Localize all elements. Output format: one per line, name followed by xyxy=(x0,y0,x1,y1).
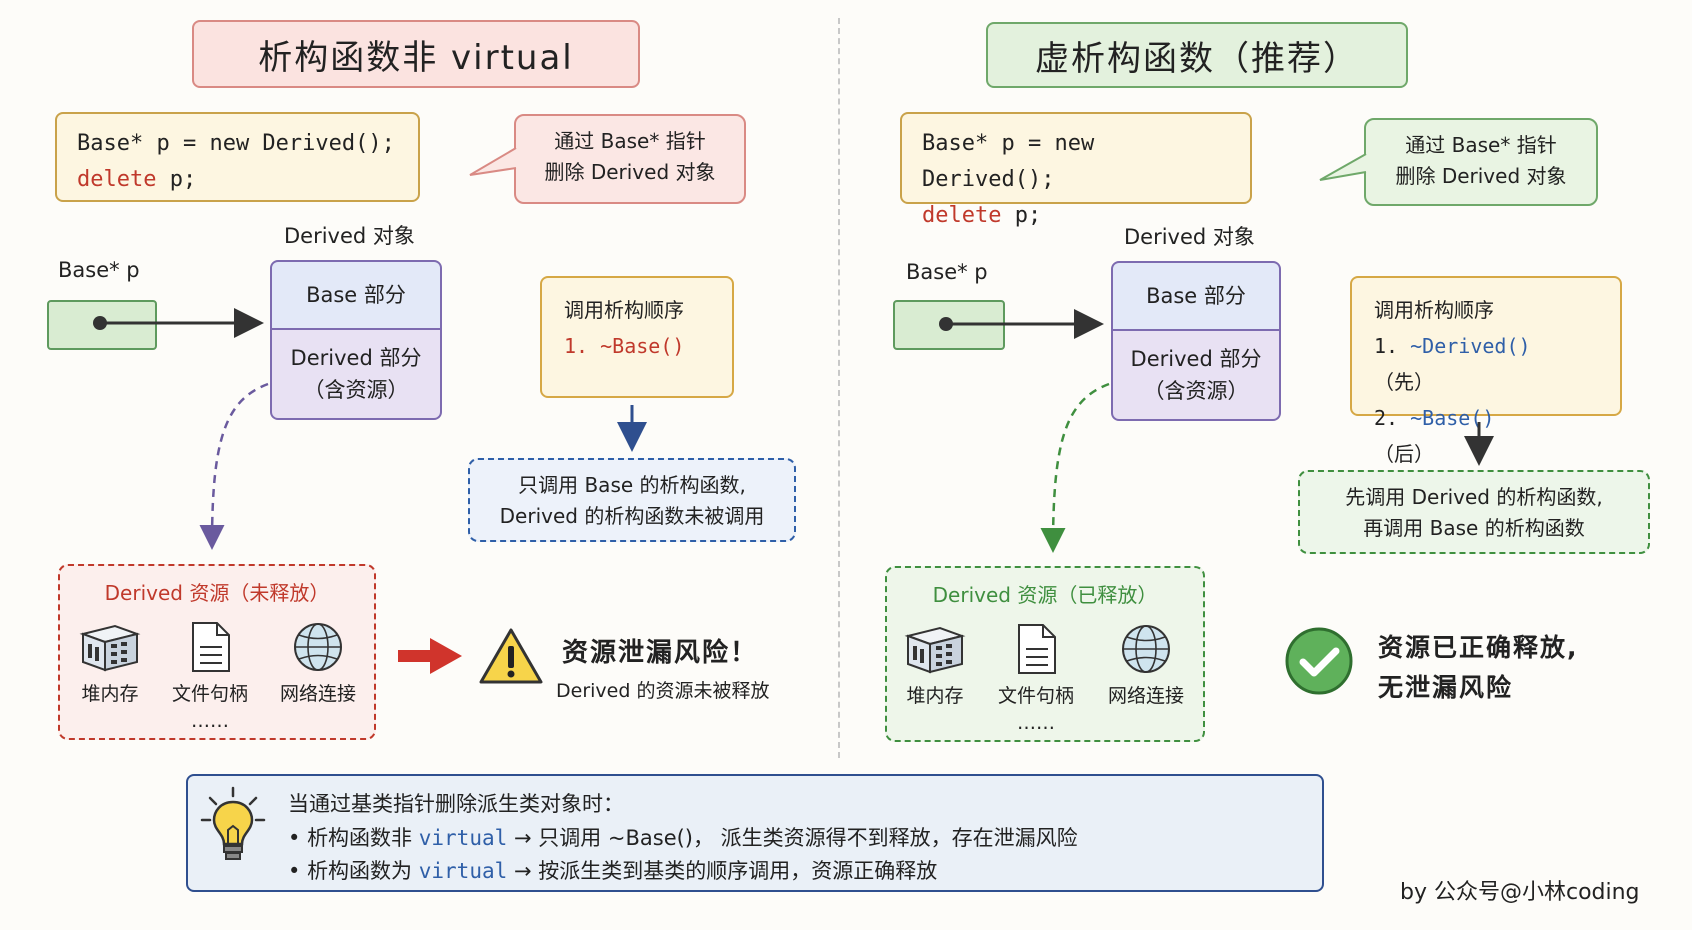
right-order-item-1: 1. ~Derived() （先） xyxy=(1374,328,1598,400)
right-order-box: 调用析构顺序 1. ~Derived() （先） 2. ~Base() （后） xyxy=(1350,276,1622,466)
left-code-keyword: delete xyxy=(77,167,157,192)
right-derived-part-line2: （含资源） xyxy=(1143,379,1249,403)
right-resource-arrow xyxy=(1040,382,1110,553)
right-pointer-box xyxy=(893,300,1005,350)
right-resource-ellipsis: …… xyxy=(1017,712,1055,734)
left-object-title: Derived 对象 xyxy=(284,224,415,248)
right-callout-line1: 通过 Base* 指针 xyxy=(1405,133,1557,157)
left-title: 析构函数非 virtual xyxy=(192,20,640,88)
left-derived-part: Derived 部分 （含资源） xyxy=(270,330,442,420)
right-order-tag-2: （后） xyxy=(1374,442,1434,466)
left-resource-heap-label: 堆内存 xyxy=(81,683,139,705)
file-icon xyxy=(192,622,230,672)
left-callout-tail xyxy=(469,147,517,176)
right-order-tag-1: （先） xyxy=(1374,370,1434,394)
left-resource-file: 文件句柄 …… xyxy=(150,620,270,732)
left-pointer-label: Base* p xyxy=(58,258,140,282)
ok-line2: 无泄漏风险 xyxy=(1378,673,1514,702)
bullet-dot-2: • xyxy=(288,859,308,883)
right-title: 虚析构函数（推荐） xyxy=(986,22,1408,88)
left-resource-heap: 堆内存 xyxy=(50,620,170,706)
summary-b2-pre: 析构函数为 xyxy=(307,859,419,883)
left-base-part: Base 部分 xyxy=(270,260,442,330)
right-result-box: 先调用 Derived 的析构函数, 再调用 Base 的析构函数 xyxy=(1298,470,1650,554)
globe-icon xyxy=(1122,625,1170,673)
warning-title: 资源泄漏风险！ xyxy=(562,638,759,668)
right-code-line2: delete p; xyxy=(922,198,1230,234)
left-derived-part-line1: Derived 部分 xyxy=(290,346,422,370)
ok-line1: 资源已正确释放, xyxy=(1378,633,1579,662)
right-resource-network: 网络连接 xyxy=(1086,622,1206,708)
bullet-dot-1: • xyxy=(288,826,308,850)
right-callout-bubble: 通过 Base* 指针 删除 Derived 对象 xyxy=(1364,118,1598,206)
right-code-rest: p; xyxy=(1001,203,1042,228)
right-code-block: Base* p = new Derived(); delete p; xyxy=(900,112,1252,228)
file-icon xyxy=(1018,624,1056,674)
left-order-title: 调用析构顺序 xyxy=(564,298,684,322)
left-callout-bubble: 通过 Base* 指针 删除 Derived 对象 xyxy=(514,114,746,204)
summary-b1-pre: 析构函数非 xyxy=(307,826,419,850)
left-code-block: Base* p = new Derived(); delete p; xyxy=(55,112,420,202)
right-result-line2: 再调用 Base 的析构函数 xyxy=(1363,516,1585,540)
right-order-item-2: 2. ~Base() （后） xyxy=(1374,400,1598,472)
left-callout-line1: 通过 Base* 指针 xyxy=(554,129,706,153)
left-resource-network-label: 网络连接 xyxy=(279,683,356,705)
summary-heading: 当通过基类指针删除派生类对象时： xyxy=(288,792,624,816)
left-code-line2: delete p; xyxy=(77,162,398,198)
left-order-box: 调用析构顺序 1. ~Base() xyxy=(540,276,734,398)
right-resource-heap: 堆内存 xyxy=(875,622,995,708)
summary-note xyxy=(186,774,1324,892)
left-callout-line2: 删除 Derived 对象 xyxy=(544,160,716,184)
right-callout-tail xyxy=(1319,153,1367,181)
left-resource-arrow xyxy=(199,382,269,550)
left-result-line2: Derived 的析构函数未被调用 xyxy=(499,504,765,528)
right-derived-part: Derived 部分 （含资源） xyxy=(1111,331,1281,421)
right-code-keyword: delete xyxy=(922,203,1002,228)
right-order-num-2: 2. xyxy=(1374,406,1399,430)
warning-subtitle: Derived 的资源未被释放 xyxy=(556,680,770,702)
left-code-line1: Base* p = new Derived(); xyxy=(77,131,395,156)
lightbulb-icon xyxy=(198,786,268,870)
left-derived-part-line2: （含资源） xyxy=(303,378,409,402)
right-order-fn-1: ~Derived() xyxy=(1410,334,1531,358)
summary-bullet-1: • 析构函数非 virtual → 只调用 ~Base()， 派生类资源得不到释… xyxy=(288,822,1078,852)
right-order-title: 调用析构顺序 xyxy=(1374,298,1494,322)
right-order-fn-2: ~Base() xyxy=(1410,406,1495,430)
left-result-box: 只调用 Base 的析构函数, Derived 的析构函数未被调用 xyxy=(468,458,796,542)
right-resource-title: Derived 资源（已释放） xyxy=(932,583,1158,607)
right-base-part: Base 部分 xyxy=(1111,261,1281,331)
red-arrow xyxy=(398,638,462,674)
right-object-title: Derived 对象 xyxy=(1124,225,1255,249)
left-pointer-box xyxy=(47,300,157,350)
credit: by 公众号@小林coding xyxy=(1400,880,1640,905)
right-resource-file: 文件句柄 …… xyxy=(976,622,1096,734)
right-pointer-label: Base* p xyxy=(906,260,988,284)
summary-b2-post: → 按派生类到基类的顺序调用，资源正确释放 xyxy=(507,859,938,883)
center-divider xyxy=(838,18,840,758)
left-resource-title: Derived 资源（未释放） xyxy=(104,581,330,605)
left-result-line1: 只调用 Base 的析构函数, xyxy=(518,473,746,497)
left-resource-file-label: 文件句柄 xyxy=(171,683,248,705)
warning-icon xyxy=(478,626,544,690)
server-icon xyxy=(79,624,141,672)
right-code-line1: Base* p = new Derived(); xyxy=(922,131,1095,192)
summary-b1-keyword: virtual xyxy=(418,826,508,850)
left-resource-ellipsis: …… xyxy=(191,710,229,732)
left-order-item: 1. ~Base() xyxy=(564,334,685,358)
left-resource-network: 网络连接 xyxy=(258,620,378,706)
check-circle-icon xyxy=(1284,626,1354,700)
right-result-line1: 先调用 Derived 的析构函数, xyxy=(1345,485,1603,509)
right-derived-part-line1: Derived 部分 xyxy=(1130,347,1262,371)
summary-b1-post: → 只调用 ~Base()， 派生类资源得不到释放，存在泄漏风险 xyxy=(507,826,1078,850)
right-resource-network-label: 网络连接 xyxy=(1107,685,1184,707)
summary-bullet-2: • 析构函数为 virtual → 按派生类到基类的顺序调用，资源正确释放 xyxy=(288,855,937,885)
right-resource-heap-label: 堆内存 xyxy=(906,685,964,707)
globe-icon xyxy=(294,623,342,671)
right-order-num-1: 1. xyxy=(1374,334,1399,358)
summary-b2-keyword: virtual xyxy=(418,859,508,883)
right-resource-file-label: 文件句柄 xyxy=(997,685,1074,707)
right-callout-line2: 删除 Derived 对象 xyxy=(1395,164,1567,188)
server-icon xyxy=(904,626,966,674)
left-code-rest: p; xyxy=(156,167,197,192)
